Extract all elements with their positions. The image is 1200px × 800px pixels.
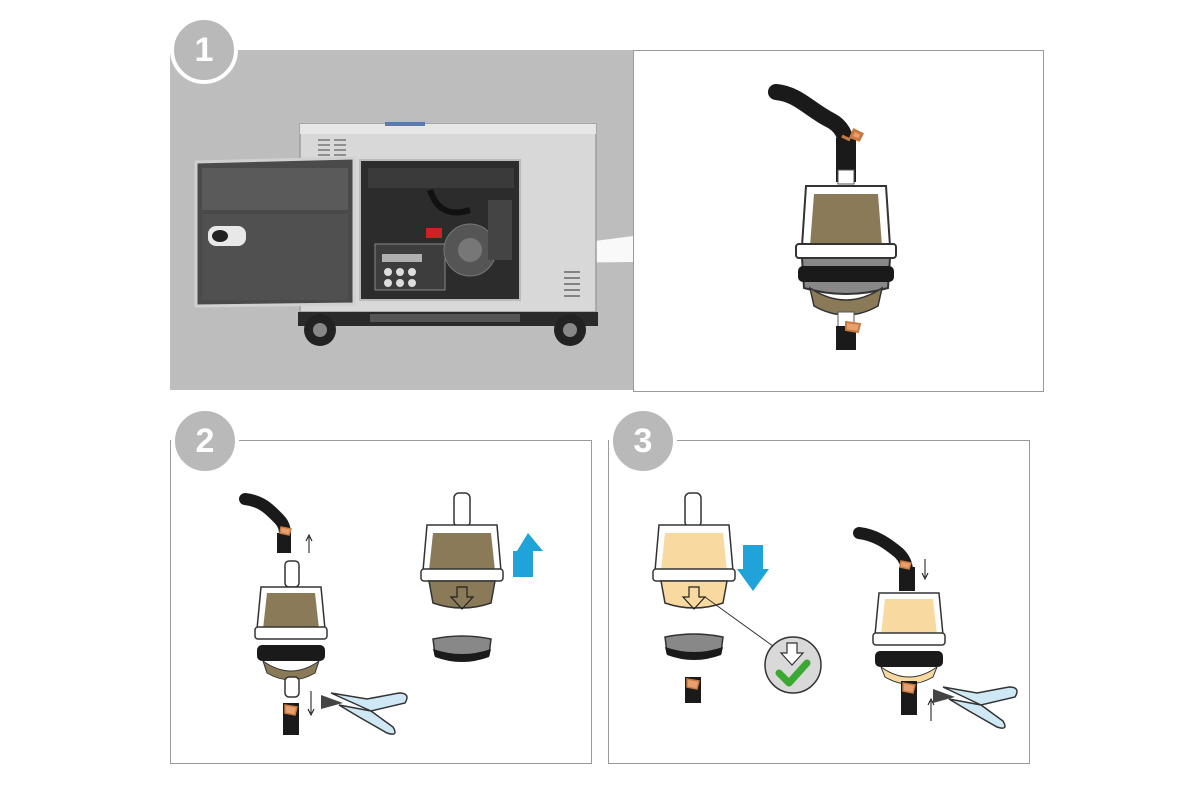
step-3-badge: 3	[609, 407, 677, 475]
generator-image	[196, 122, 598, 346]
step-2-badge: 2	[171, 407, 239, 475]
pliers-icon	[321, 693, 407, 734]
arrow-down-icon	[737, 545, 769, 591]
fuel-filter-icon	[776, 92, 896, 350]
step-2-illustration	[171, 441, 593, 765]
fuel-filter-icon	[255, 561, 327, 697]
pliers-icon	[933, 687, 1017, 728]
step-1-panel: 1	[170, 50, 1042, 390]
step-1-illustration	[170, 50, 1042, 390]
fuel-filter-icon	[421, 493, 503, 662]
step-2-panel: 2	[170, 440, 592, 764]
fuel-filter-icon	[873, 593, 945, 684]
step-1-badge: 1	[170, 16, 238, 84]
step-3-panel: 3	[608, 440, 1030, 764]
checkmark-icon	[765, 637, 821, 693]
fuel-filter-icon	[653, 493, 735, 703]
step-3-illustration	[609, 441, 1031, 765]
